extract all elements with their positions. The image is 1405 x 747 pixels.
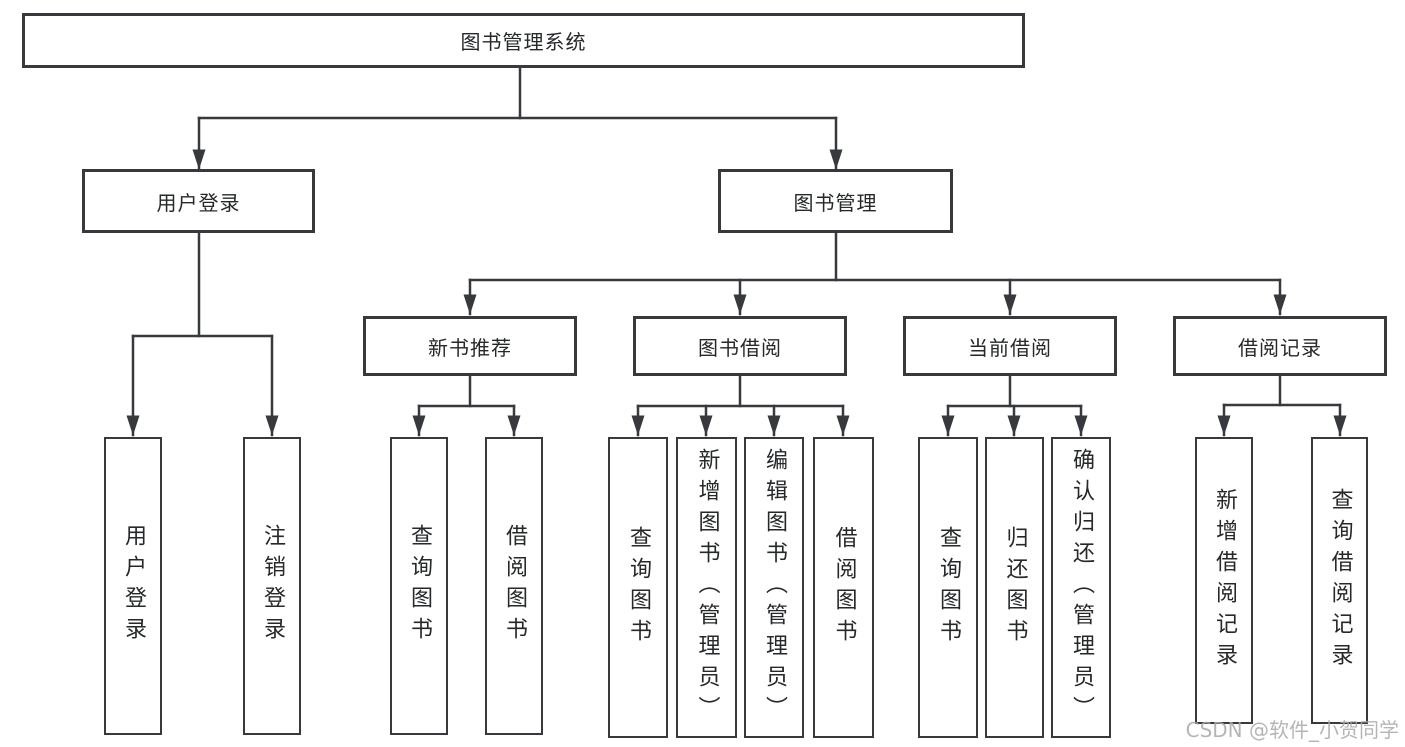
connectors-book-management — [463, 231, 1287, 316]
connectors-new-book-recommend — [412, 374, 521, 437]
leaf-borrow-borrow-books-label: 借阅图书 — [831, 525, 857, 650]
leaf-records-query-record: 查询借阅记录 — [1311, 437, 1368, 724]
node-book-management: 图书管理 — [718, 169, 953, 233]
leaf-current-query-books: 查询图书 — [918, 437, 978, 738]
leaf-records-add-record: 新增借阅记录 — [1195, 437, 1253, 724]
leaf-records-query-record-label: 查询借阅记录 — [1327, 487, 1353, 674]
leaf-rec-query-books: 查询图书 — [390, 437, 448, 735]
watermark: CSDN @软件_小贺同学 — [1185, 718, 1399, 742]
node-current-borrowing: 当前借阅 — [903, 316, 1117, 376]
leaf-current-return-books: 归还图书 — [985, 437, 1044, 738]
node-root: 图书管理系统 — [22, 13, 1025, 68]
leaf-borrow-borrow-books: 借阅图书 — [813, 437, 874, 738]
leaf-user-login: 用户登录 — [104, 437, 162, 735]
leaf-current-query-books-label: 查询图书 — [936, 525, 961, 650]
leaf-borrow-query-books-label: 查询图书 — [626, 525, 651, 650]
connectors-root — [192, 66, 843, 171]
leaf-rec-borrow-books: 借阅图书 — [485, 437, 543, 735]
connectors-borrowing-records — [1217, 374, 1347, 437]
leaf-borrow-add-books-admin-label: 新增图书（管理员） — [694, 448, 720, 727]
leaf-logout: 注销登录 — [243, 437, 301, 735]
connectors-book-borrowing — [631, 374, 850, 437]
node-user-login-branch: 用户登录 — [82, 169, 315, 233]
node-borrowing-records: 借阅记录 — [1173, 316, 1387, 376]
leaf-records-add-record-label: 新增借阅记录 — [1212, 487, 1237, 674]
leaf-user-login-label: 用户登录 — [121, 524, 146, 648]
leaf-rec-query-books-label: 查询图书 — [407, 524, 432, 648]
leaf-logout-label: 注销登录 — [260, 524, 285, 648]
leaf-current-confirm-return-admin-label: 确认归还（管理员） — [1069, 448, 1094, 727]
node-book-borrowing: 图书借阅 — [633, 316, 847, 376]
leaf-borrow-add-books-admin: 新增图书（管理员） — [676, 437, 737, 738]
node-new-book-recommend: 新书推荐 — [363, 316, 577, 376]
leaf-borrow-edit-books-admin: 编辑图书（管理员） — [744, 437, 804, 738]
leaf-borrow-query-books: 查询图书 — [608, 437, 668, 738]
leaf-rec-borrow-books-label: 借阅图书 — [502, 524, 527, 648]
leaf-current-return-books-label: 归还图书 — [1002, 525, 1028, 650]
connectors-user-login — [126, 231, 279, 437]
leaf-borrow-edit-books-admin-label: 编辑图书（管理员） — [762, 448, 787, 727]
connectors-current-borrowing — [941, 374, 1088, 437]
leaf-current-confirm-return-admin: 确认归还（管理员） — [1051, 437, 1111, 738]
